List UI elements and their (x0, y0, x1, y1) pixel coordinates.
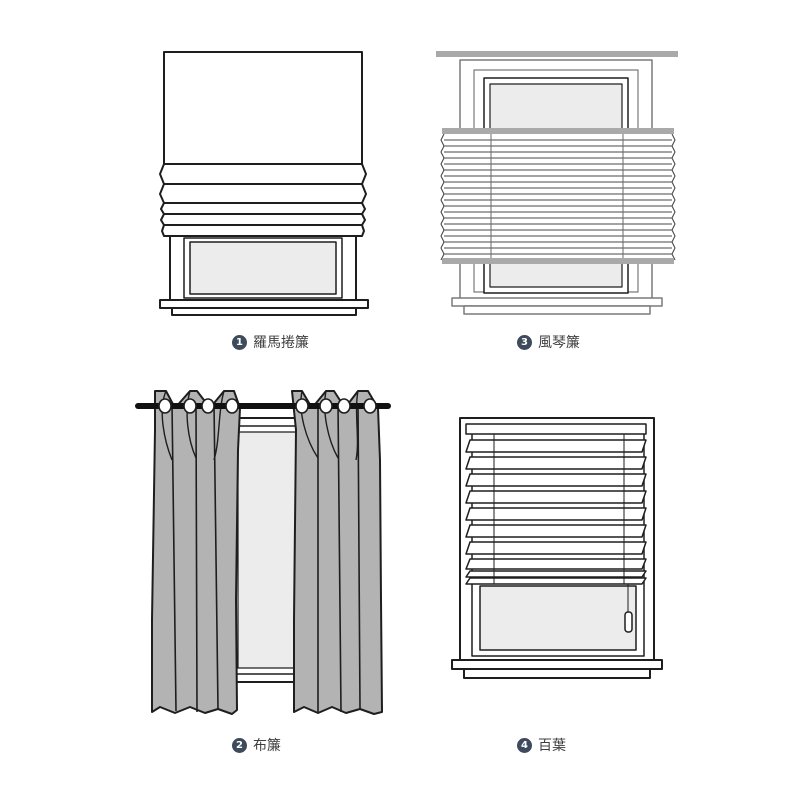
caption-venetian-blind: 4 百葉 (517, 735, 566, 755)
curtain-icon (135, 390, 391, 715)
caption-curtain: 2 布簾 (232, 735, 281, 755)
caption-cellular-shade: 3 風琴簾 (517, 332, 580, 352)
caption-label: 風琴簾 (538, 335, 580, 351)
caption-label: 羅馬捲簾 (253, 335, 309, 351)
caption-label: 布簾 (253, 738, 281, 754)
number-badge: 2 (232, 737, 247, 753)
cellular-shade-icon (436, 51, 678, 315)
number-badge: 3 (517, 334, 532, 350)
number-badge: 1 (232, 334, 247, 350)
caption-roman-shade: 1 羅馬捲簾 (232, 332, 309, 352)
roman-shade-icon (159, 51, 369, 316)
caption-label: 百葉 (538, 738, 566, 754)
venetian-blind-icon (451, 417, 663, 679)
number-badge: 4 (517, 737, 532, 753)
